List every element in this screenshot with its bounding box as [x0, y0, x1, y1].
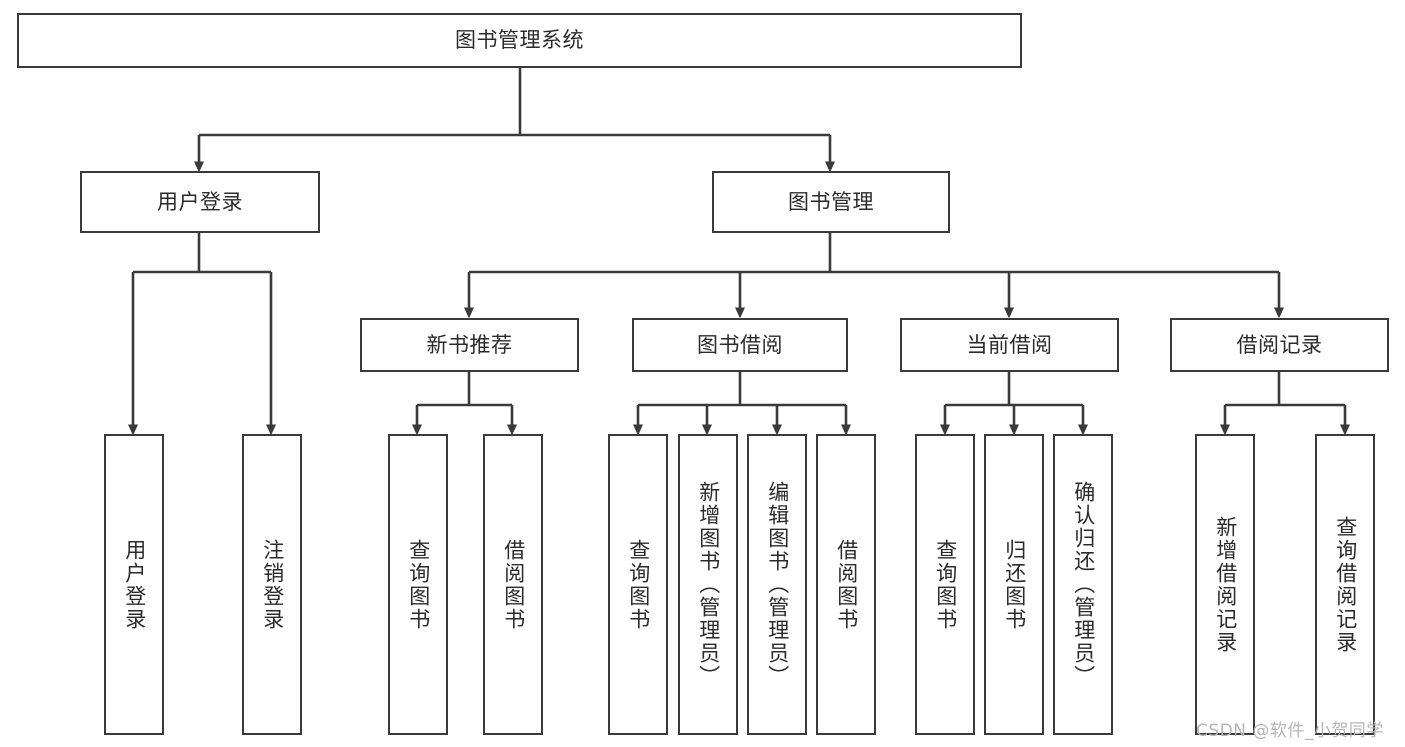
node-borrow-record[interactable]: 借阅记录: [1170, 318, 1389, 372]
node-root-system[interactable]: 图书管理系统: [17, 13, 1022, 68]
node-leaf-borrow-book-2-label: 借阅图书: [834, 538, 859, 631]
node-leaf-return-book[interactable]: 归还图书: [984, 434, 1044, 735]
node-current-borrow-label: 当前借阅: [966, 332, 1053, 357]
node-leaf-query-book-3[interactable]: 查询图书: [915, 434, 975, 735]
node-leaf-query-book-2-label: 查询图书: [626, 538, 651, 631]
node-book-manage-label: 图书管理: [788, 189, 874, 214]
node-user-login-label: 用户登录: [157, 189, 243, 214]
node-leaf-borrow-book-2[interactable]: 借阅图书: [816, 434, 876, 735]
node-leaf-logout[interactable]: 注销登录: [242, 434, 302, 735]
node-new-book-recommend[interactable]: 新书推荐: [360, 318, 579, 372]
node-leaf-query-book-1-label: 查询图书: [406, 538, 431, 631]
node-book-manage[interactable]: 图书管理: [712, 171, 950, 233]
node-book-borrow[interactable]: 图书借阅: [632, 318, 848, 372]
node-new-book-recommend-label: 新书推荐: [426, 332, 513, 357]
node-leaf-add-record-label: 新增借阅记录: [1213, 515, 1238, 654]
node-leaf-return-book-label: 归还图书: [1002, 538, 1027, 631]
node-leaf-borrow-book-1-label: 借阅图书: [501, 538, 526, 631]
node-leaf-query-book-3-label: 查询图书: [933, 538, 958, 631]
node-leaf-add-book[interactable]: 新增图书（管理员）: [678, 434, 738, 735]
node-leaf-logout-label: 注销登录: [260, 538, 285, 631]
node-leaf-query-record[interactable]: 查询借阅记录: [1315, 434, 1375, 735]
node-root-system-label: 图书管理系统: [455, 28, 584, 53]
node-leaf-add-book-label: 新增图书（管理员）: [696, 481, 721, 688]
node-book-borrow-label: 图书借阅: [697, 332, 783, 357]
node-leaf-query-book-2[interactable]: 查询图书: [608, 434, 668, 735]
node-leaf-query-record-label: 查询借阅记录: [1333, 515, 1358, 654]
node-leaf-edit-book-label: 编辑图书（管理员）: [765, 481, 790, 688]
node-leaf-edit-book[interactable]: 编辑图书（管理员）: [747, 434, 807, 735]
node-current-borrow[interactable]: 当前借阅: [900, 318, 1119, 372]
node-leaf-confirm-return-label: 确认归还（管理员）: [1071, 481, 1096, 688]
node-borrow-record-label: 借阅记录: [1236, 332, 1323, 357]
node-leaf-query-book-1[interactable]: 查询图书: [388, 434, 448, 735]
node-leaf-add-record[interactable]: 新增借阅记录: [1195, 434, 1255, 735]
node-leaf-user-login[interactable]: 用户登录: [104, 434, 164, 735]
node-leaf-confirm-return[interactable]: 确认归还（管理员）: [1053, 434, 1113, 735]
node-leaf-borrow-book-1[interactable]: 借阅图书: [483, 434, 543, 735]
node-leaf-user-login-label: 用户登录: [122, 538, 147, 631]
node-user-login[interactable]: 用户登录: [80, 171, 320, 233]
